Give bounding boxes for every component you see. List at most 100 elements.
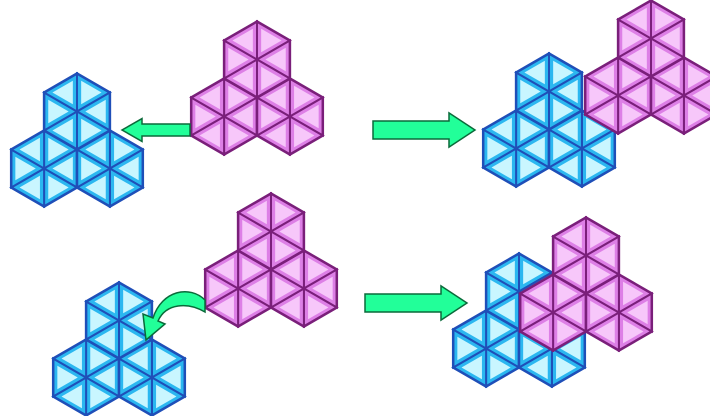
hex-inner-triangle xyxy=(199,123,220,148)
rotate-arrow-shape xyxy=(142,291,206,342)
hex-outline xyxy=(236,192,306,271)
hex-inner-triangle xyxy=(61,384,82,409)
result-pink-cluster xyxy=(583,0,710,136)
hex-inner-triangle xyxy=(553,60,574,85)
hex-inner-triangle xyxy=(246,238,267,263)
hex-inner-triangle xyxy=(213,257,234,282)
hex-inner-triangle xyxy=(127,346,148,371)
blue-cluster xyxy=(9,71,145,209)
hex-inner-triangle xyxy=(308,257,329,282)
result-blue-cluster xyxy=(481,51,617,189)
hex-inner-triangle xyxy=(118,156,139,181)
hex-inner-triangle xyxy=(15,156,36,181)
hex-inner-triangle xyxy=(209,276,230,301)
result-pink-cluster xyxy=(518,215,654,353)
hex-inner-triangle xyxy=(490,279,511,304)
hex-inner-triangle xyxy=(90,308,111,333)
hex-inner-triangle xyxy=(622,26,643,51)
hex-inner-triangle xyxy=(81,118,102,143)
hex-inner-triangle xyxy=(123,327,144,352)
hex-inner-triangle xyxy=(156,384,177,409)
hex-inner-triangle xyxy=(556,355,577,380)
hex-inner-triangle xyxy=(561,262,582,287)
hex-inner-triangle xyxy=(655,7,676,32)
hex-inner-triangle xyxy=(528,319,549,344)
hex-inner-triangle xyxy=(622,64,643,89)
hex-inner-triangle xyxy=(490,317,511,342)
hex-inner-triangle xyxy=(265,47,286,72)
hex-inner-triangle xyxy=(589,83,610,108)
hex-inner-triangle xyxy=(228,47,249,72)
hex-inner-triangle xyxy=(94,365,115,390)
hex-inner-triangle xyxy=(623,281,644,306)
hex-inner-triangle xyxy=(160,365,181,390)
hex-inner-triangle xyxy=(94,327,115,352)
hex-inner-triangle xyxy=(81,156,102,181)
hex-inner-triangle xyxy=(557,79,578,104)
hex-inner-triangle xyxy=(659,26,680,51)
hex-inner-triangle xyxy=(520,155,541,180)
hex-inner-triangle xyxy=(590,300,611,325)
hex-inner-triangle xyxy=(494,260,515,285)
hex-inner-triangle xyxy=(90,384,111,409)
result-arrow xyxy=(364,284,469,322)
hex-inner-triangle xyxy=(279,219,300,244)
hex-inner-triangle xyxy=(123,365,144,390)
hex-inner-triangle xyxy=(491,117,512,142)
hex-inner-triangle xyxy=(246,276,267,301)
hex-inner-triangle xyxy=(52,80,73,105)
hex-inner-triangle xyxy=(294,85,315,110)
hex-outline xyxy=(42,72,112,151)
hex-inner-triangle xyxy=(261,28,282,53)
hex-inner-triangle xyxy=(561,300,582,325)
hex-inner-triangle xyxy=(279,295,300,320)
hex-inner-triangle xyxy=(232,104,253,129)
hex-inner-triangle xyxy=(560,336,581,361)
hex-inner-triangle xyxy=(242,257,263,282)
rotate-arrow xyxy=(142,291,206,342)
hex-inner-triangle xyxy=(524,136,545,161)
hex-inner-triangle xyxy=(586,155,607,180)
hex-inner-triangle xyxy=(623,319,644,344)
hex-inner-triangle xyxy=(557,155,578,180)
hex-outline xyxy=(84,281,154,360)
result-arrow xyxy=(372,111,477,149)
hex-inner-triangle xyxy=(114,175,135,200)
hex-inner-triangle xyxy=(85,137,106,162)
hex-inner-triangle xyxy=(275,238,296,263)
hex-inner-triangle xyxy=(19,175,40,200)
hex-inner-triangle xyxy=(261,104,282,129)
hex-inner-triangle xyxy=(590,224,611,249)
hex-outline xyxy=(551,216,621,295)
hex-inner-triangle xyxy=(246,200,267,225)
hex-inner-triangle xyxy=(461,355,482,380)
hex-inner-triangle xyxy=(557,281,578,306)
hex-inner-triangle xyxy=(590,262,611,287)
hex-inner-triangle xyxy=(622,102,643,127)
hex-inner-triangle xyxy=(261,66,282,91)
hex-inner-triangle xyxy=(90,346,111,371)
hex-inner-triangle xyxy=(312,276,333,301)
hex-inner-triangle xyxy=(520,117,541,142)
hex-inner-triangle xyxy=(61,346,82,371)
hex-inner-triangle xyxy=(19,137,40,162)
hex-inner-triangle xyxy=(553,98,574,123)
hex-inner-triangle xyxy=(242,295,263,320)
hex-inner-triangle xyxy=(692,85,710,106)
hex-inner-triangle xyxy=(561,224,582,249)
hex-inner-triangle xyxy=(461,317,482,342)
hex-inner-triangle xyxy=(48,99,69,124)
hex-inner-triangle xyxy=(114,137,135,162)
hex-inner-triangle xyxy=(524,98,545,123)
hex-inner-triangle xyxy=(57,365,78,390)
hex-inner-triangle xyxy=(52,118,73,143)
hex-inner-triangle xyxy=(626,7,647,32)
hex-inner-triangle xyxy=(487,136,508,161)
hex-inner-triangle xyxy=(520,79,541,104)
hex-inner-triangle xyxy=(523,260,544,285)
hex-outline xyxy=(514,52,584,131)
pink-cluster xyxy=(203,191,339,329)
hex-inner-triangle xyxy=(199,85,220,110)
hex-inner-triangle xyxy=(265,123,286,148)
